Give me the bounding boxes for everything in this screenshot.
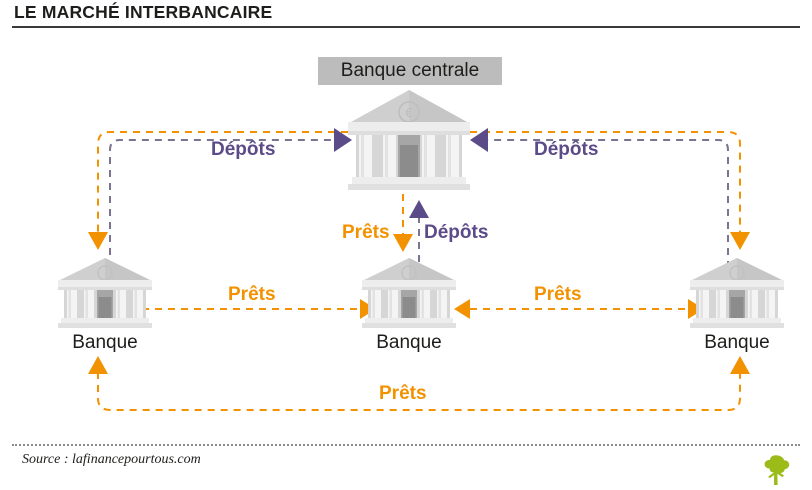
wire-loan-central-to-center (393, 194, 413, 252)
flow-label-loan-center-to-left: Prêts (228, 284, 276, 305)
bank-building-icon (362, 258, 456, 328)
bank-left-label: Banque (72, 332, 138, 353)
page-title: LE MARCHÉ INTERBANCAIRE (14, 2, 273, 22)
node-bank-center[interactable]: Banque (362, 256, 456, 353)
central-bank-label: Banque centrale (340, 60, 480, 81)
flow-label-deposit-left: Dépôts (211, 139, 276, 160)
bank-building-icon (690, 258, 784, 328)
bank-building-icon (58, 258, 152, 328)
flow-label-loan-right-to-center: Prêts (534, 284, 582, 305)
central-bank-tag: Banque centrale (318, 57, 502, 85)
svg-text:€: € (405, 106, 413, 120)
bank-building-icon: € (348, 90, 470, 190)
wire-deposit-center-to-central (409, 200, 429, 262)
title-bar: LE MARCHÉ INTERBANCAIRE (0, 0, 812, 28)
tree-logo-icon (764, 455, 790, 485)
wire-deposit-right-to-central (470, 128, 729, 268)
flow-label-deposit-right: Dépôts (534, 139, 599, 160)
wire-loan-bottom-loop (88, 356, 750, 411)
bank-center-label: Banque (376, 332, 442, 353)
wire-loan-central-to-left (88, 131, 348, 250)
source-caption: Source : lafinancepourtous.com (22, 452, 201, 467)
flow-label-loan-bottom-loop: Prêts (379, 383, 427, 404)
node-central-bank[interactable]: € (348, 88, 470, 192)
flow-label-loan-central-to-center: Prêts (342, 222, 390, 243)
footer-divider (12, 444, 800, 446)
node-bank-right[interactable]: Banque (690, 256, 784, 353)
wire-deposit-left-to-central (109, 128, 352, 268)
title-divider (12, 26, 800, 28)
bank-right-label: Banque (704, 332, 770, 353)
node-bank-left[interactable]: Banque (58, 256, 152, 353)
flow-label-deposit-center: Dépôts (424, 222, 489, 243)
wire-loan-central-to-right (470, 131, 750, 250)
